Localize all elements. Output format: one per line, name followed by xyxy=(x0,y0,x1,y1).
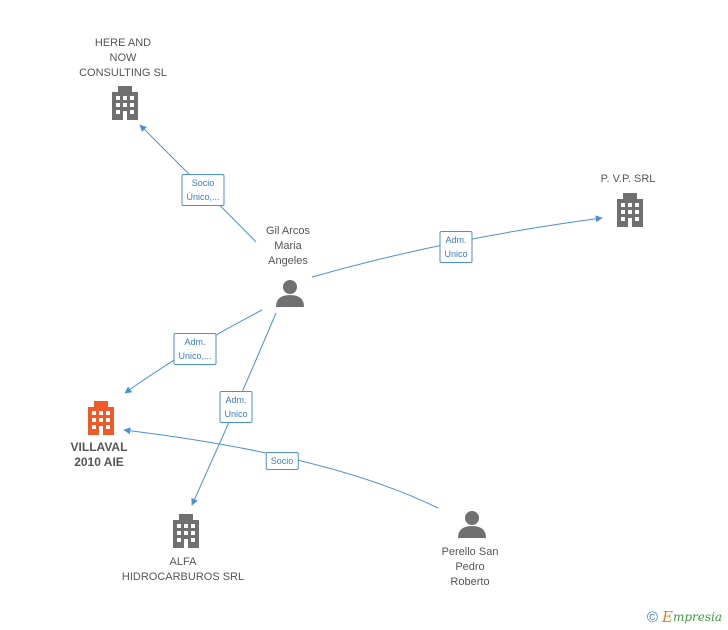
building-icon-alfa[interactable] xyxy=(173,514,199,548)
brand-logo-initial: E xyxy=(661,608,673,626)
building-icon-villaval[interactable] xyxy=(88,401,114,435)
node-label-here-and-now[interactable]: HERE AND NOW CONSULTING SL xyxy=(79,37,167,79)
person-icon-perello[interactable] xyxy=(458,511,486,538)
edge-perello-to-villaval xyxy=(123,427,439,509)
node-label-perello[interactable]: Perello San Pedro Roberto xyxy=(441,546,499,588)
edge-label-gil-to-alfa[interactable]: Adm. Unico xyxy=(219,391,253,423)
person-icon-gil-arcos[interactable] xyxy=(276,280,304,307)
edge-label-perello-to-villaval[interactable]: Socio xyxy=(265,452,299,470)
node-label-pvp[interactable]: P. V.P. SRL xyxy=(600,173,656,185)
node-label-gil-arcos[interactable]: Gil Arcos Maria Angeles xyxy=(265,225,310,267)
edge-label-gil-to-villaval[interactable]: Adm. Unico,... xyxy=(173,333,217,365)
copyright-icon: © xyxy=(646,608,658,626)
edge-label-gil-to-here[interactable]: Socio Único,... xyxy=(181,174,225,206)
building-icon-pvp[interactable] xyxy=(617,193,643,227)
building-icon-here-and-now[interactable] xyxy=(110,86,140,120)
edge-label-gil-to-pvp[interactable]: Adm. Unico xyxy=(439,231,473,263)
node-label-alfa[interactable]: ALFA HIDROCARBUROS SRL xyxy=(121,556,245,583)
brand-logo-text: mpresia xyxy=(672,610,722,624)
node-label-villaval[interactable]: VILLAVAL 2010 AIE xyxy=(70,440,128,469)
